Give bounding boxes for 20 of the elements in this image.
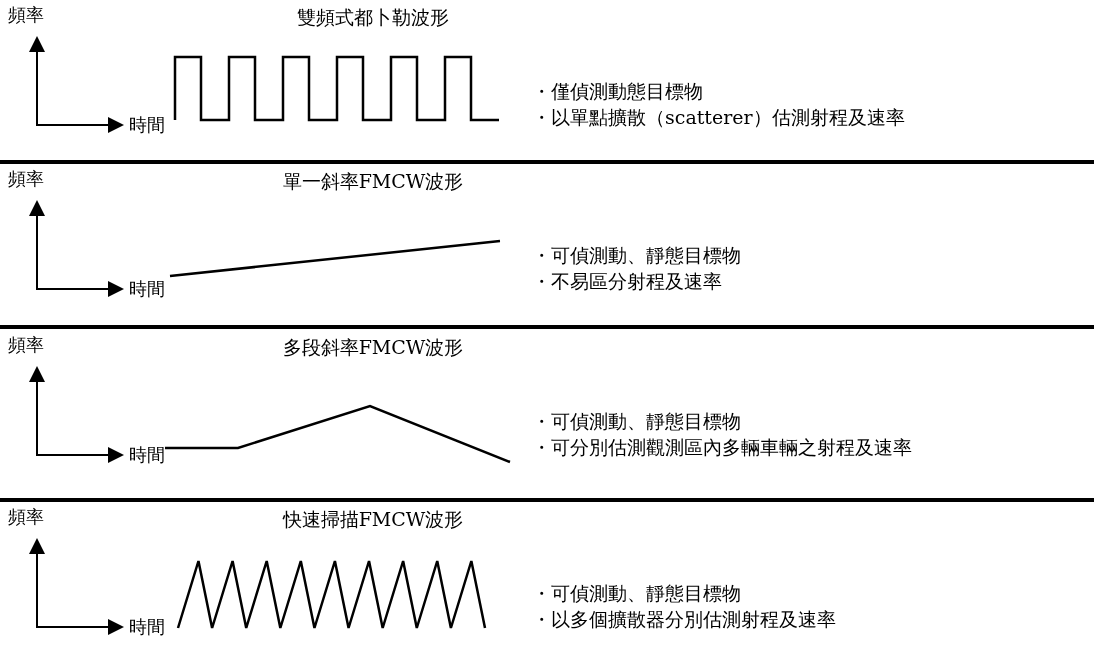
- axis-label: 頻率: [8, 170, 44, 188]
- bullet-text: ・不易區分射程及速率: [532, 272, 722, 291]
- waveform-title: 雙頻式都卜勒波形: [296, 8, 450, 27]
- axis-label: 時間: [129, 446, 165, 464]
- bullet-text: ・以多個擴散器分別估測射程及速率: [532, 610, 836, 629]
- bullet-text: ・可偵測動、靜態目標物: [532, 246, 741, 265]
- bullet-text: ・可分別估測觀測區內多輛車輛之射程及速率: [532, 438, 912, 457]
- axis-label: 頻率: [8, 336, 44, 354]
- axis-label: 時間: [129, 116, 165, 134]
- bullet-text: ・可偵測動、靜態目標物: [532, 584, 741, 603]
- waveform-title: 多段斜率FMCW波形: [281, 338, 465, 357]
- axis-label: 時間: [129, 618, 165, 636]
- bullet-text: ・僅偵測動態目標物: [532, 82, 703, 101]
- axis-label: 頻率: [8, 6, 44, 24]
- waveform-title: 快速掃描FMCW波形: [281, 510, 465, 529]
- axis-label: 時間: [129, 280, 165, 298]
- bullet-text: ・以單點擴散（scatterer）估測射程及速率: [532, 108, 905, 127]
- waveform-title: 單一斜率FMCW波形: [281, 172, 465, 191]
- bullet-text: ・可偵測動、靜態目標物: [532, 412, 741, 431]
- axis-label: 頻率: [8, 508, 44, 526]
